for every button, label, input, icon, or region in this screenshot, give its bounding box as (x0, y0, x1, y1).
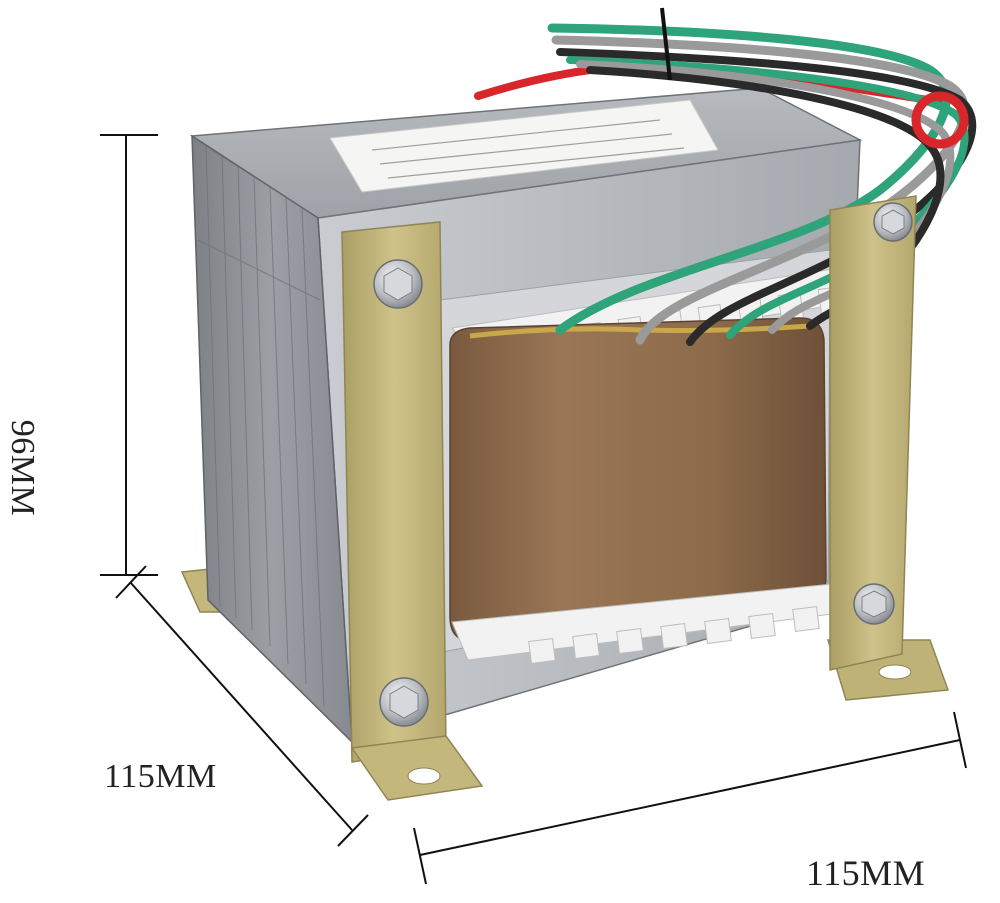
cable-tie (660, 7, 672, 81)
lamination-lines (197, 145, 325, 707)
dimension-height-label: 96MM (4, 419, 41, 517)
copper-coil (449, 317, 827, 641)
bolt-icon (379, 677, 429, 727)
bolt-icon (373, 259, 423, 309)
dimension-width-label: 115MM (806, 853, 926, 893)
bolt-icon (853, 583, 895, 625)
bobbin-bottom-comb (451, 583, 849, 664)
mounting-bracket-back (829, 195, 917, 671)
nameplate-label (329, 99, 719, 193)
dimension-lines (100, 134, 967, 885)
mounting-bracket-front (341, 221, 484, 801)
dimension-depth-label: 115MM (104, 758, 217, 795)
bolt-icon (873, 202, 913, 242)
red-wire-loop (911, 91, 969, 149)
